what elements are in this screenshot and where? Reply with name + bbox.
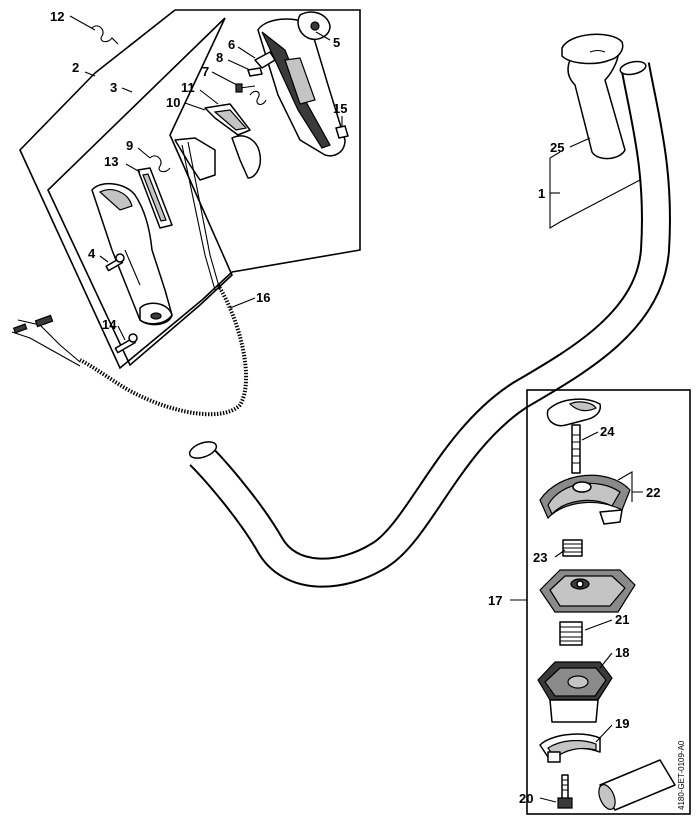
handlebar-tube [188, 60, 671, 588]
lever-part-13 [137, 167, 173, 229]
callout-7: 7 [202, 64, 209, 79]
base-part-18 [537, 661, 613, 723]
drawing-code: 4180-GET-0109-A0 [677, 740, 686, 810]
cable-bracket [174, 137, 221, 291]
callout-1: 1 [538, 186, 545, 201]
callout-12: 12 [50, 9, 64, 24]
callout-9: 9 [126, 138, 133, 153]
callout-18: 18 [615, 645, 629, 660]
callout-2: 2 [72, 60, 79, 75]
cable-part-16 [11, 283, 248, 417]
callout-22: 22 [646, 485, 660, 500]
callout-20: 20 [519, 791, 533, 806]
callout-15: 15 [333, 101, 347, 116]
callout-14: 14 [102, 317, 117, 332]
callout-17: 17 [488, 593, 502, 608]
callout-25: 25 [550, 140, 564, 155]
callout-8: 8 [216, 50, 223, 65]
clamp-box-17 [526, 389, 691, 815]
knob-part-24 [546, 398, 602, 474]
leader-lines [69, 15, 643, 803]
callout-16: 16 [256, 290, 270, 305]
callout-6: 6 [228, 37, 235, 52]
callout-23: 23 [533, 550, 547, 565]
spring-part-23 [562, 539, 583, 557]
callout-19: 19 [615, 716, 629, 731]
spring-part-12 [91, 25, 119, 45]
handle-housing [91, 183, 173, 326]
callout-10: 10 [166, 95, 180, 110]
bracket-group-2-top [175, 9, 361, 273]
bracket-group-3 [47, 17, 233, 367]
callout-13: 13 [104, 154, 118, 169]
trigger-parts-10-11 [204, 103, 262, 179]
cap-part-15 [335, 125, 349, 139]
clamp-lower-part-19 [539, 733, 601, 763]
callout-11: 11 [181, 80, 195, 95]
callout-numbers: 12 2 3 4 5 6 8 7 11 10 15 9 13 14 16 25 … [50, 9, 660, 806]
small-parts-6-7-8 [235, 51, 276, 106]
clamp-tube-segment [598, 759, 676, 811]
spring-part-21 [559, 621, 583, 646]
screw-part-20 [557, 774, 573, 809]
callout-5: 5 [333, 35, 340, 50]
grip-part-25 [561, 33, 626, 160]
callout-21: 21 [615, 612, 629, 627]
callout-3: 3 [110, 80, 117, 95]
callout-24: 24 [600, 424, 615, 439]
clamp-upper [539, 569, 636, 613]
housing-shell-part-5 [257, 11, 346, 157]
callout-4: 4 [88, 246, 96, 261]
cover-part-22 [539, 474, 631, 525]
screw-part-14 [114, 333, 138, 354]
bracket-group-2 [19, 72, 233, 370]
spring-part-9 [149, 155, 171, 173]
screw-part-4 [105, 253, 125, 272]
